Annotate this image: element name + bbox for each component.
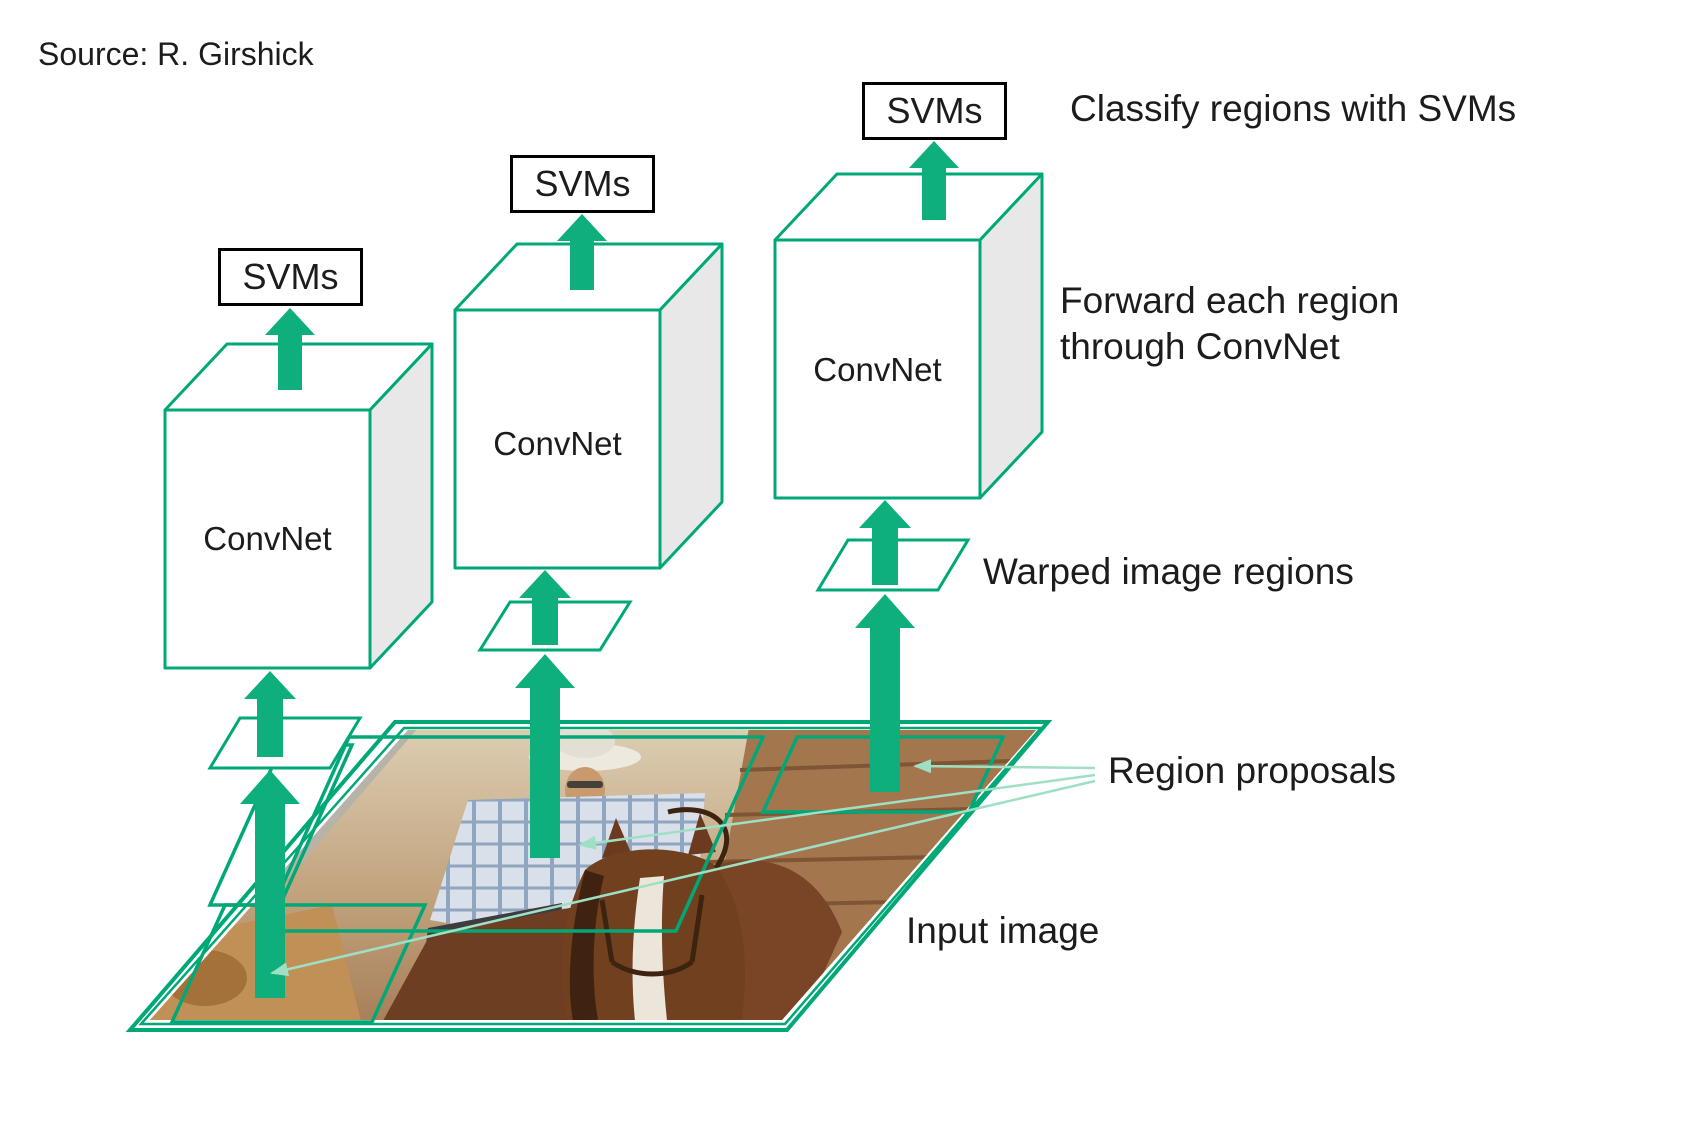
annotation-warped: Warped image regions xyxy=(983,551,1354,592)
annotation-classify: Classify regions with SVMs xyxy=(1070,88,1517,129)
horse-ear-left xyxy=(602,818,632,858)
convnet-label-1: ConvNet xyxy=(203,520,332,557)
convnet-box-3-front xyxy=(773,238,982,500)
svms-box-3: SVMs xyxy=(862,82,1007,140)
region-proposal-box-bottom-left xyxy=(169,903,428,1024)
long-arrows xyxy=(240,594,915,998)
pointer-line-right-region xyxy=(913,759,1096,774)
annotation-input-image: Input image xyxy=(906,910,1100,951)
horse-ear-right xyxy=(688,813,716,855)
cowboy-hat-crown xyxy=(555,730,615,758)
pointer-line-center-region xyxy=(578,773,1096,850)
convnet-label-3: ConvNet xyxy=(813,351,942,388)
region-proposal-box-right xyxy=(760,735,1006,814)
convnet-boxes xyxy=(163,172,1044,670)
arrow-region-to-warp-3 xyxy=(855,594,915,792)
convnet-box-2 xyxy=(453,242,724,570)
arrow-warp-to-convnet-1 xyxy=(244,671,296,757)
arrow-warp-to-convnet-3 xyxy=(859,500,911,585)
input-image-inner-border xyxy=(138,726,1044,1026)
arrow-region-to-warp-2 xyxy=(515,654,575,858)
arrow-convnet-to-svms-3 xyxy=(909,141,959,220)
svms-box-1: SVMs xyxy=(218,248,363,306)
calf-body xyxy=(150,905,362,1020)
convnet-label-2: ConvNet xyxy=(493,425,622,462)
short-arrows xyxy=(244,500,911,757)
arrow-convnet-to-svms-2 xyxy=(557,214,607,290)
warped-region-1 xyxy=(207,716,363,770)
svms-box-2: SVMs xyxy=(510,155,655,213)
svms-arrows xyxy=(265,141,959,390)
horse-blaze xyxy=(632,876,668,1020)
convnet-box-2-front xyxy=(453,308,662,570)
annotation-forward-line2: through ConvNet xyxy=(1060,326,1340,368)
region-pointer-lines xyxy=(270,759,1096,977)
annotation-forward-line1: Forward each region xyxy=(1060,280,1400,321)
convnet-box-1 xyxy=(163,342,434,670)
pointer-line-bottom-left-region xyxy=(270,779,1096,977)
arrow-warp-to-convnet-2 xyxy=(519,570,571,645)
convnet-box-3 xyxy=(773,172,1044,500)
horse-mane xyxy=(569,870,604,1020)
sunglasses xyxy=(567,781,603,788)
source-credit: Source: R. Girshick xyxy=(38,36,314,72)
horse-neck xyxy=(715,860,842,1020)
annotation-forward: Forward each region through ConvNet xyxy=(1060,278,1399,371)
arrow-convnet-to-svms-1 xyxy=(265,308,315,390)
convnet-box-1-front xyxy=(163,408,372,670)
region-proposal-box-center xyxy=(259,735,766,933)
annotation-region-proposals: Region proposals xyxy=(1108,750,1396,791)
arrow-region-to-warp-1 xyxy=(240,770,300,998)
